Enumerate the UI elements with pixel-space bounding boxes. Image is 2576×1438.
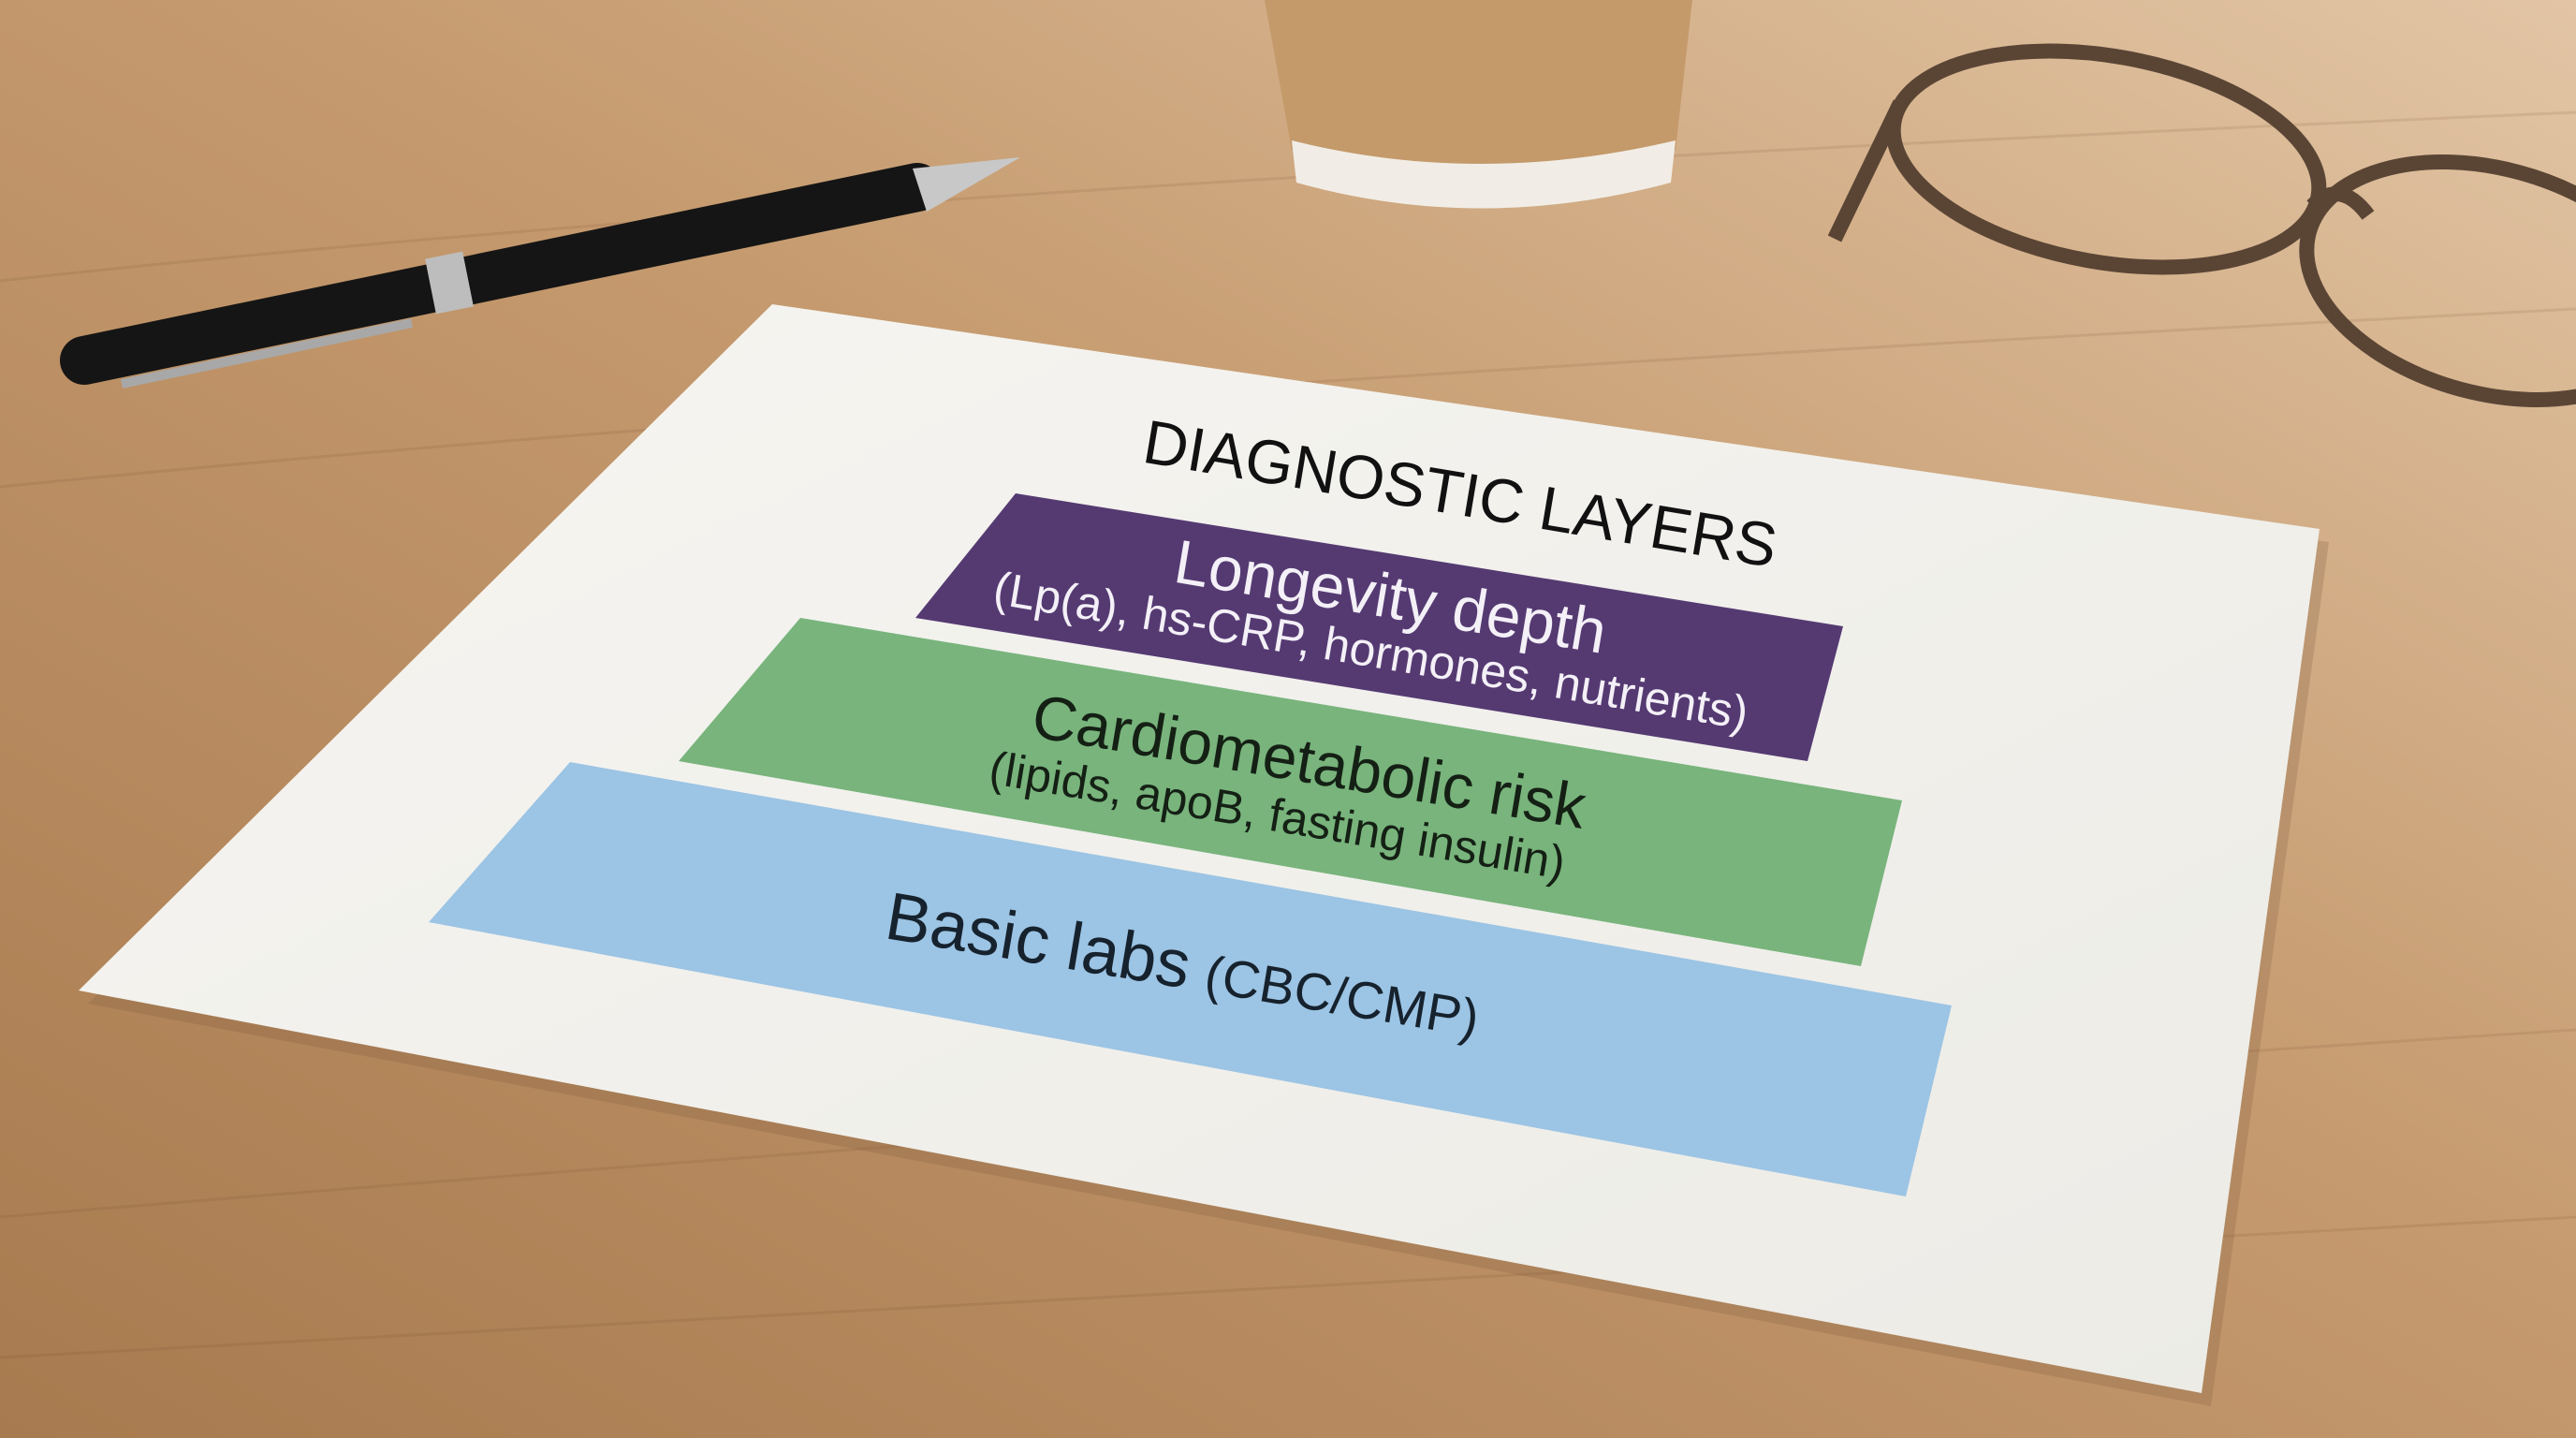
layer-band-basic — [429, 762, 1952, 1196]
pen-icon — [60, 157, 1020, 389]
eyeglasses-icon — [1827, 43, 2576, 407]
coffee-cup-icon — [1265, 0, 1692, 209]
layer-band-cardiometabolic — [679, 618, 1902, 966]
layer-band-longevity — [915, 493, 1843, 761]
